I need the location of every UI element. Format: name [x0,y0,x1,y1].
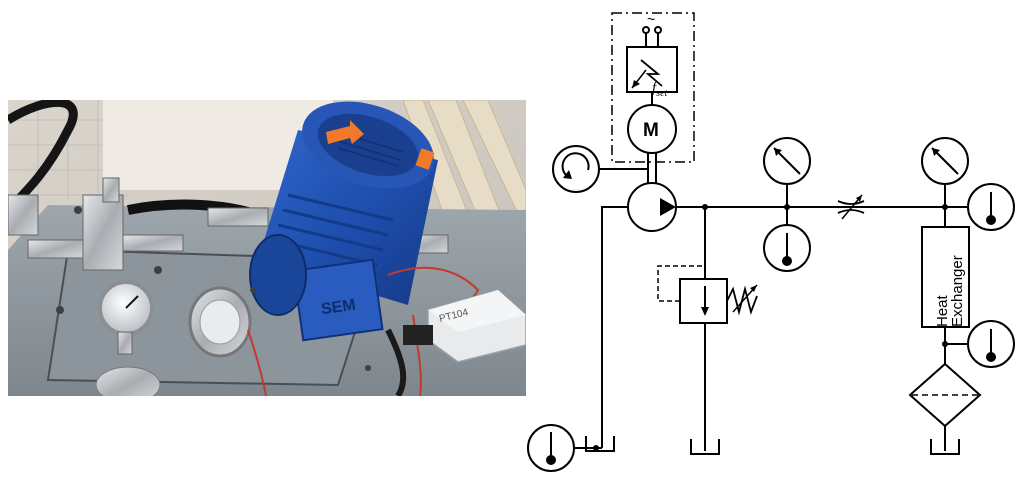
tank-relief [690,439,720,455]
motor-brand-label: SEM [320,297,357,319]
supply-symbol: ~ [647,11,655,27]
suction-line [601,206,628,448]
throttle-valve [837,200,865,214]
thermometer-2 [967,183,1015,231]
heat-exchanger-label-line2: Exchanger [949,255,966,327]
motor-symbol [627,104,677,154]
supply-terminal-left [642,26,650,34]
thermometer-1 [763,224,811,272]
tank-suction [585,436,615,452]
heat-exchanger-label-line1: Heat [934,294,951,327]
test-rig-photo: SEM PT104 [8,100,526,396]
electric-motor: SEM [249,101,438,342]
freq-subscript: set [656,88,667,99]
svg-text:fset: fset [652,80,668,99]
data-logger-device: PT104 [403,289,526,363]
thermometer-tank [527,424,575,472]
supply-terminal-right [654,26,662,34]
hydraulic-schematic: ~ M fset Heat Exchanger [527,11,1015,472]
motor-label: M [643,120,659,141]
drive-enclosure [611,12,695,163]
freq-label: f [652,80,658,96]
tank-return [930,439,960,455]
thermometer-3 [967,320,1015,368]
pressure-relief-valve [679,278,728,324]
